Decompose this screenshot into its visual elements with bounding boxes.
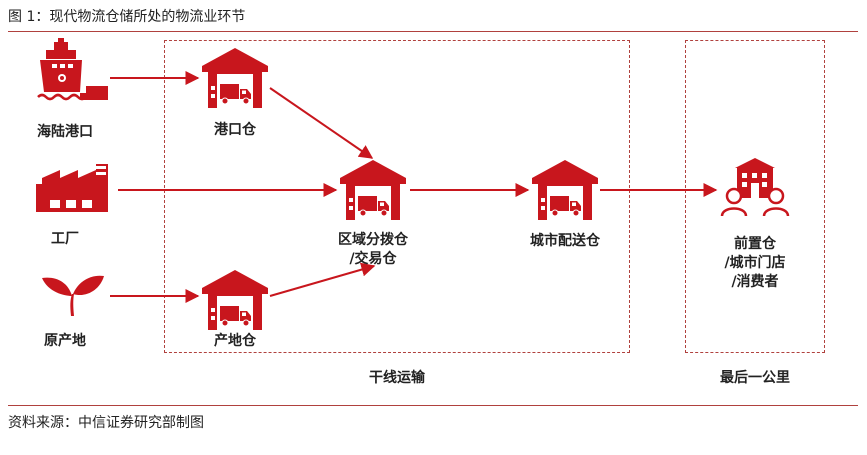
trunk-transport-label: 干线运输 [369, 370, 425, 386]
regional-warehouse-label: 区域分拨仓 /交易仓 [318, 231, 428, 269]
sprout-icon [42, 275, 104, 316]
city-warehouse-icon [531, 159, 599, 221]
regional-warehouse-label-line2: /交易仓 [349, 251, 397, 267]
front-warehouse-label-line2: /城市门店 [724, 255, 786, 271]
arrows [110, 71, 718, 303]
origin-warehouse-label: 产地仓 [214, 333, 256, 349]
source-label-factory: 工厂 [51, 231, 79, 247]
source-label-origin: 原产地 [44, 333, 86, 349]
source-note: 资料来源：中信证券研究部制图 [8, 415, 204, 431]
factory-icon [36, 164, 108, 212]
front-warehouse-label-line1: 前置仓 [734, 236, 776, 252]
ship-icon [37, 38, 108, 101]
port-warehouse-icon [201, 47, 269, 109]
figure-title: 图 1：现代物流仓储所处的物流业环节 [8, 9, 246, 25]
trunk-transport-box [164, 40, 630, 353]
last-mile-box [685, 40, 825, 353]
store-people-icon [720, 158, 790, 217]
source-label-port: 海陆港口 [37, 124, 93, 140]
arrow-port-warehouse-to-regional [269, 87, 374, 159]
origin-warehouse-icon [201, 269, 269, 331]
city-warehouse-label: 城市配送仓 [530, 233, 600, 249]
regional-warehouse-label-line1: 区域分拨仓 [338, 232, 408, 248]
bottom-rule [8, 405, 858, 406]
regional-warehouse-icon [339, 159, 407, 221]
port-warehouse-label: 港口仓 [214, 122, 256, 138]
top-rule [8, 31, 858, 32]
front-warehouse-label-line3: /消费者 [731, 274, 779, 290]
last-mile-label: 最后一公里 [720, 370, 790, 386]
front-warehouse-label: 前置仓 /城市门店 /消费者 [700, 235, 810, 292]
arrow-origin-warehouse-to-regional [269, 262, 376, 297]
